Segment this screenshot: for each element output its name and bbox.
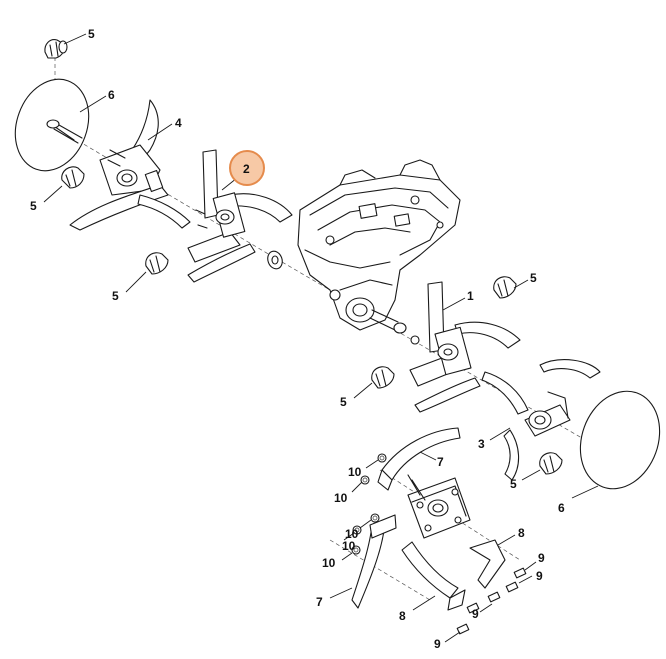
tine-assembly-part-2: [187, 149, 293, 283]
callout-5-right-upper[interactable]: 5: [530, 271, 537, 285]
callout-8-center[interactable]: 8: [399, 609, 406, 623]
callout-2-highlighted[interactable]: 2: [243, 162, 250, 176]
clip-part-5-center-left: [145, 252, 169, 275]
callout-10-b[interactable]: 10: [334, 491, 348, 505]
bolt-part-9-a: [513, 567, 527, 579]
callout-9-a[interactable]: 9: [538, 551, 545, 565]
callout-5-center-left[interactable]: 5: [112, 289, 119, 303]
blade-part-8-right: [469, 539, 506, 589]
bolt-part-9-c: [487, 591, 501, 603]
gearbox-housing: [297, 159, 461, 345]
callout-1[interactable]: 1: [467, 289, 474, 303]
clip-part-5-top-left: [44, 39, 68, 59]
nut-part-10-d: [352, 525, 362, 535]
bolt-part-9-d: [466, 602, 480, 614]
callout-9-b[interactable]: 9: [536, 569, 543, 583]
callout-5-left[interactable]: 5: [30, 199, 37, 213]
callout-9-c[interactable]: 9: [472, 607, 479, 621]
callout-7-lower[interactable]: 7: [316, 595, 323, 609]
blade-part-8-center: [401, 541, 466, 611]
clip-part-5-right-lower: [539, 452, 563, 475]
nut-part-10-c: [370, 513, 380, 523]
callout-10-c[interactable]: 10: [345, 527, 359, 541]
highlight-marker-part-2[interactable]: [229, 150, 265, 186]
flange-bracket: [407, 474, 471, 539]
tine-assembly-part-1: [409, 281, 521, 413]
bushing-ring: [267, 250, 283, 270]
callout-6-right[interactable]: 6: [558, 501, 565, 515]
callout-4[interactable]: 4: [175, 116, 182, 130]
nut-part-10-a: [377, 453, 387, 463]
callout-10-a[interactable]: 10: [348, 465, 362, 479]
callout-8-right[interactable]: 8: [518, 526, 525, 540]
tine-assembly-part-4: [69, 99, 191, 231]
leader-lines: [43, 33, 599, 643]
callout-3[interactable]: 3: [478, 437, 485, 451]
callout-5-center[interactable]: 5: [340, 395, 347, 409]
nut-part-10-b: [360, 475, 370, 485]
clip-part-5-right-upper: [493, 276, 517, 299]
clip-part-5-left: [61, 166, 85, 189]
callout-7-upper[interactable]: 7: [437, 455, 444, 469]
bolt-part-9-b: [505, 581, 519, 593]
blade-part-7-upper: [377, 427, 461, 491]
bolt-part-9-e: [456, 623, 470, 635]
tine-assembly-part-3: [481, 359, 601, 481]
nut-part-10-e: [351, 545, 361, 555]
disc-part-6-right: [579, 390, 661, 490]
callout-10-d[interactable]: 10: [342, 539, 356, 553]
callout-6-left[interactable]: 6: [108, 88, 115, 102]
callout-10-e[interactable]: 10: [322, 556, 336, 570]
disc-part-6-left: [14, 78, 90, 172]
clip-part-5-center: [371, 366, 395, 389]
blade-part-7-lower: [351, 514, 397, 609]
callout-9-d[interactable]: 9: [434, 637, 441, 651]
callout-5-right-lower[interactable]: 5: [510, 477, 517, 491]
assembly-axis-lines: [54, 50, 621, 601]
callout-5-top-left[interactable]: 5: [88, 27, 95, 41]
